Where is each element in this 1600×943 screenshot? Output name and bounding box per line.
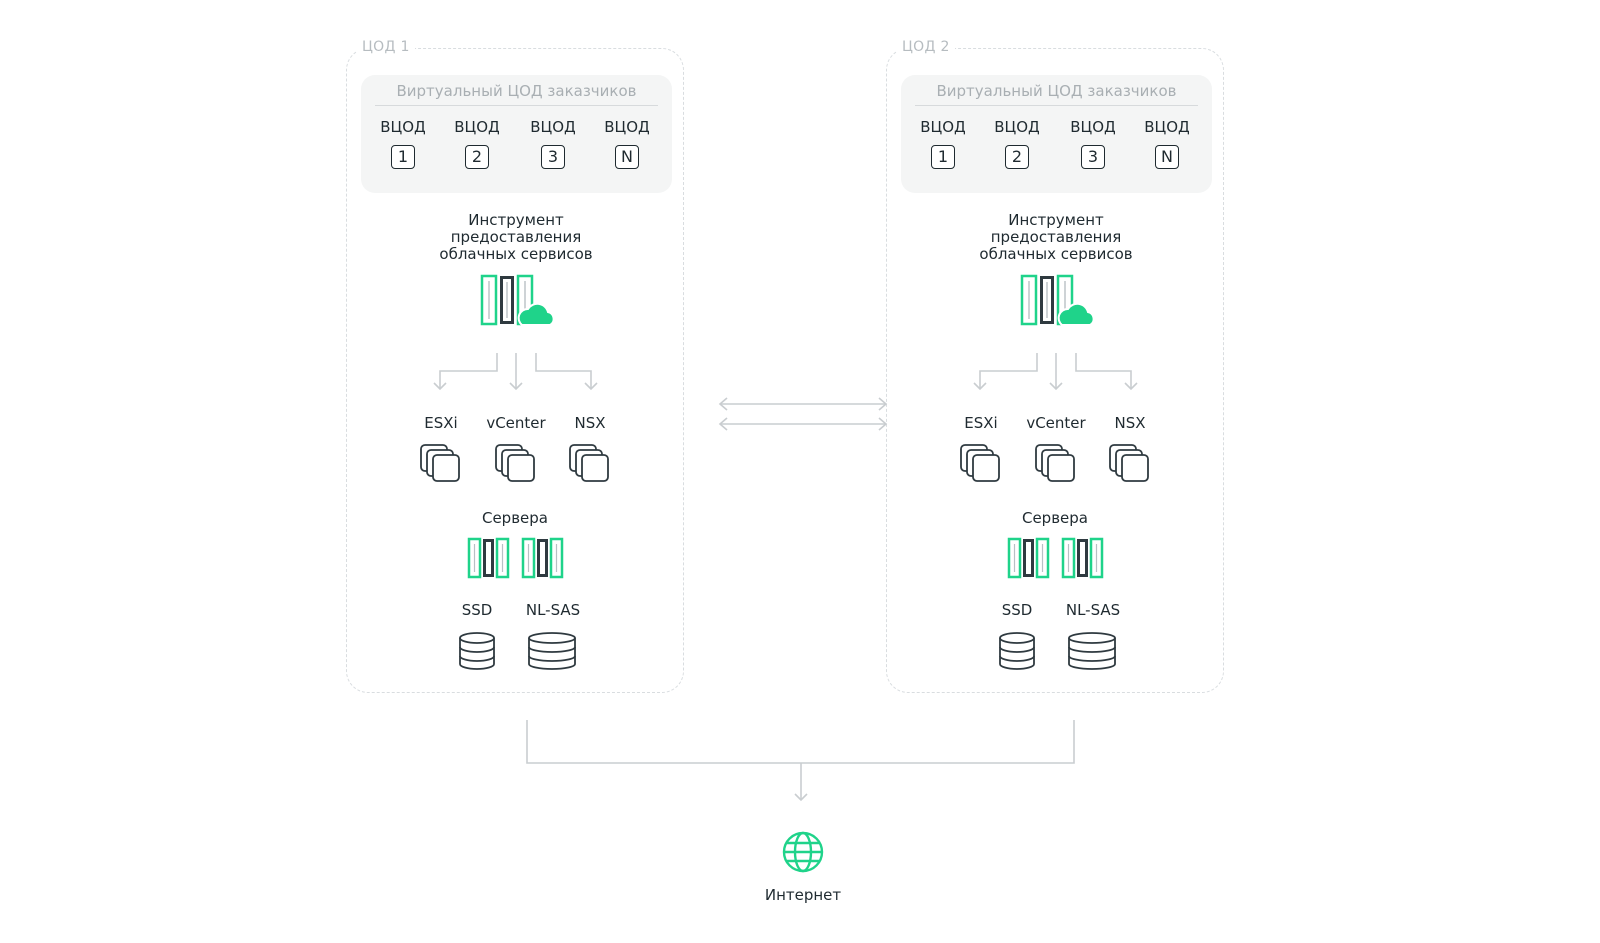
stack-icon bbox=[569, 444, 609, 482]
vdc-2: ВЦОД 2 bbox=[987, 117, 1047, 169]
cloud-tool-label-line: предоставления bbox=[450, 228, 582, 246]
component-label-vcenter: vCenter bbox=[1026, 414, 1086, 432]
server-rack-icon bbox=[1061, 537, 1104, 579]
cloud-tool-label-line: Инструмент bbox=[1008, 211, 1104, 229]
internet-label: Интернет bbox=[764, 886, 842, 904]
virtual-dc-title: Виртуальный ЦОД заказчиков bbox=[915, 79, 1198, 106]
vdc-number: 3 bbox=[1081, 145, 1105, 169]
cloud-tool-label-line: Инструмент bbox=[468, 211, 564, 229]
vdc-3: ВЦОД 3 bbox=[523, 117, 583, 169]
component-label-nsx: NSX bbox=[574, 414, 606, 432]
dc-1-title: ЦОД 1 bbox=[357, 38, 415, 56]
vdc-label: ВЦОД bbox=[380, 118, 426, 136]
vdc-number: N bbox=[615, 145, 639, 169]
stack-icon bbox=[960, 444, 1000, 482]
cloud-tool-label: Инструмент предоставления облачных серви… bbox=[407, 212, 625, 263]
globe-icon bbox=[782, 831, 824, 873]
vdc-label: ВЦОД bbox=[454, 118, 500, 136]
vdc-number: 2 bbox=[1005, 145, 1029, 169]
virtual-dc-panel: Виртуальный ЦОД заказчиков ВЦОД 1 ВЦОД 2… bbox=[361, 75, 672, 193]
cloud-tool-label-line: предоставления bbox=[990, 228, 1122, 246]
dc-2-container: ЦОД 2 Виртуальный ЦОД заказчиков ВЦОД 1 … bbox=[886, 38, 1224, 693]
dc-2-title: ЦОД 2 bbox=[897, 38, 955, 56]
cloud-tool-label-line: облачных сервисов bbox=[439, 245, 593, 263]
internet-connectors bbox=[526, 720, 1075, 802]
vdc-label: ВЦОД bbox=[920, 118, 966, 136]
vdc-2: ВЦОД 2 bbox=[447, 117, 507, 169]
vdc-1: ВЦОД 1 bbox=[373, 117, 433, 169]
vdc-number: 1 bbox=[391, 145, 415, 169]
vdc-number: 3 bbox=[541, 145, 565, 169]
vdc-number: 2 bbox=[465, 145, 489, 169]
storage-label-ssd: SSD bbox=[461, 601, 493, 619]
stack-icon bbox=[495, 444, 535, 482]
virtual-dc-panel: Виртуальный ЦОД заказчиков ВЦОД 1 ВЦОД 2… bbox=[901, 75, 1212, 193]
storage-label-nlsas: NL-SAS bbox=[525, 601, 581, 619]
cloud-tool-label-line: облачных сервисов bbox=[979, 245, 1133, 263]
server-rack-icon bbox=[1007, 537, 1050, 579]
database-icon bbox=[1068, 632, 1116, 670]
storage-label-ssd: SSD bbox=[1001, 601, 1033, 619]
vdc-n: ВЦОД N bbox=[1137, 117, 1197, 169]
database-icon bbox=[999, 632, 1035, 670]
component-label-esxi: ESXi bbox=[964, 414, 998, 432]
component-label-vcenter: vCenter bbox=[486, 414, 546, 432]
server-rack-icon bbox=[521, 537, 564, 579]
cloud-tool-label: Инструмент предоставления облачных серви… bbox=[947, 212, 1165, 263]
server-rack-icon bbox=[467, 537, 510, 579]
replication-arrows bbox=[718, 397, 888, 431]
stack-icon bbox=[420, 444, 460, 482]
vdc-n: ВЦОД N bbox=[597, 117, 657, 169]
servers-label: Сервера bbox=[1021, 509, 1088, 527]
stack-icon bbox=[1109, 444, 1149, 482]
vdc-label: ВЦОД bbox=[1144, 118, 1190, 136]
database-icon bbox=[528, 632, 576, 670]
storage-label-nlsas: NL-SAS bbox=[1065, 601, 1121, 619]
cloud-server-icon bbox=[1020, 274, 1095, 326]
cloud-server-icon bbox=[480, 274, 555, 326]
database-icon bbox=[459, 632, 495, 670]
component-label-nsx: NSX bbox=[1114, 414, 1146, 432]
dc-1-container: ЦОД 1 Виртуальный ЦОД заказчиков ВЦОД 1 … bbox=[346, 38, 684, 693]
vdc-label: ВЦОД bbox=[1070, 118, 1116, 136]
vdc-1: ВЦОД 1 bbox=[913, 117, 973, 169]
branch-arrows bbox=[433, 353, 598, 391]
branch-arrows bbox=[973, 353, 1138, 391]
stack-icon bbox=[1035, 444, 1075, 482]
vdc-label: ВЦОД bbox=[994, 118, 1040, 136]
vdc-number: N bbox=[1155, 145, 1179, 169]
vdc-label: ВЦОД bbox=[530, 118, 576, 136]
vdc-label: ВЦОД bbox=[604, 118, 650, 136]
vdc-3: ВЦОД 3 bbox=[1063, 117, 1123, 169]
virtual-dc-title: Виртуальный ЦОД заказчиков bbox=[375, 79, 658, 106]
vdc-number: 1 bbox=[931, 145, 955, 169]
component-label-esxi: ESXi bbox=[424, 414, 458, 432]
servers-label: Сервера bbox=[481, 509, 548, 527]
